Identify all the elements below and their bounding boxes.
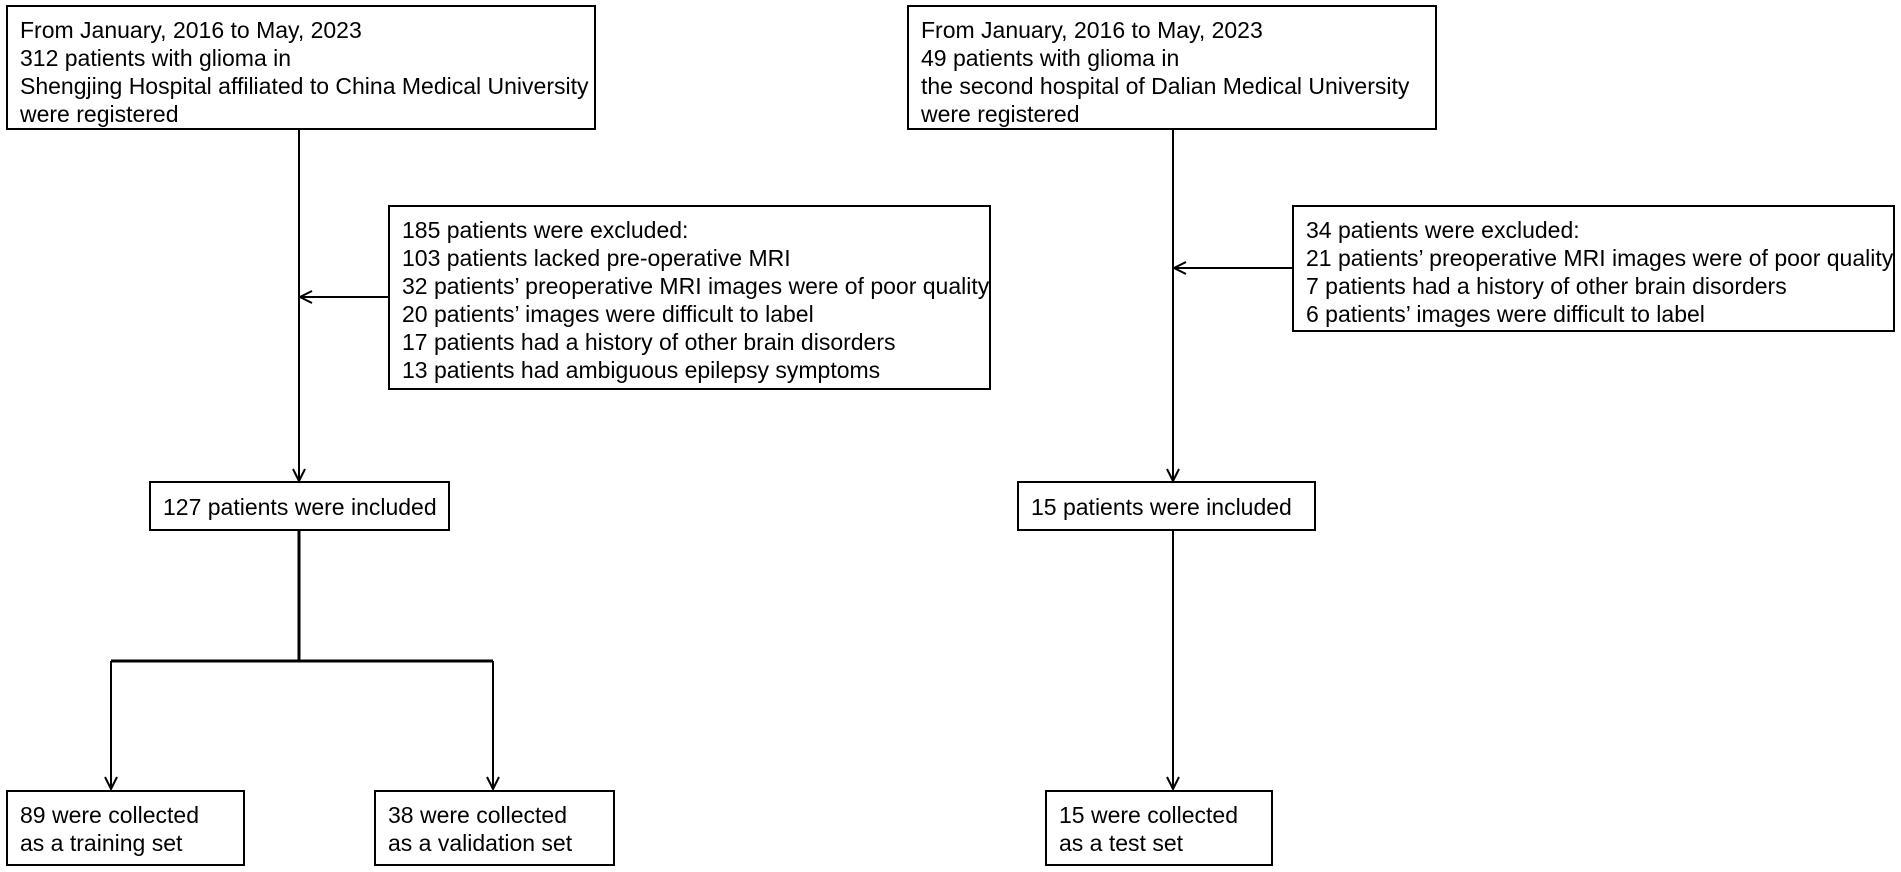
included-right-text: 15 patients were included xyxy=(1031,494,1292,520)
source-right-line: the second hospital of Dalian Medical Un… xyxy=(921,73,1410,99)
source-left-line: 312 patients with glioma in xyxy=(20,45,292,71)
included-box-left: 127 patients were included xyxy=(149,481,450,531)
excluded-right-line: 7 patients had a history of other brain … xyxy=(1306,273,1787,299)
validation-set-line: 38 were collected xyxy=(388,802,567,828)
excluded-right-line: 34 patients were excluded: xyxy=(1306,217,1580,243)
excluded-right-line: 21 patients’ preoperative MRI images wer… xyxy=(1306,245,1894,271)
source-box-left: From January, 2016 to May, 2023 312 pati… xyxy=(6,5,596,130)
excluded-left-line: 17 patients had a history of other brain… xyxy=(402,329,896,355)
excluded-right-line: 6 patients’ images were difficult to lab… xyxy=(1306,301,1705,327)
source-left-line: were registered xyxy=(20,101,179,127)
test-set-box: 15 were collected as a test set xyxy=(1045,790,1273,866)
source-left-line: From January, 2016 to May, 2023 xyxy=(20,17,362,43)
validation-set-line: as a validation set xyxy=(388,830,573,856)
excluded-box-left: 185 patients were excluded: 103 patients… xyxy=(388,205,991,390)
excluded-left-line: 103 patients lacked pre-operative MRI xyxy=(402,245,791,271)
included-box-right: 15 patients were included xyxy=(1017,481,1316,531)
source-box-right: From January, 2016 to May, 2023 49 patie… xyxy=(907,5,1437,130)
included-left-text: 127 patients were included xyxy=(163,494,437,520)
validation-set-box: 38 were collected as a validation set xyxy=(374,790,615,866)
excluded-left-line: 13 patients had ambiguous epilepsy sympt… xyxy=(402,357,881,383)
source-right-line: From January, 2016 to May, 2023 xyxy=(921,17,1263,43)
excluded-box-right: 34 patients were excluded: 21 patients’ … xyxy=(1292,205,1895,332)
test-set-line: 15 were collected xyxy=(1059,802,1238,828)
source-right-line: were registered xyxy=(921,101,1080,127)
excluded-left-line: 185 patients were excluded: xyxy=(402,217,689,243)
training-set-line: 89 were collected xyxy=(20,802,199,828)
training-set-box: 89 were collected as a training set xyxy=(6,790,245,866)
excluded-left-line: 20 patients’ images were difficult to la… xyxy=(402,301,814,327)
source-right-line: 49 patients with glioma in xyxy=(921,45,1180,71)
training-set-line: as a training set xyxy=(20,830,183,856)
excluded-left-line: 32 patients’ preoperative MRI images wer… xyxy=(402,273,990,299)
test-set-line: as a test set xyxy=(1059,830,1184,856)
source-left-line: Shengjing Hospital affiliated to China M… xyxy=(20,73,589,99)
